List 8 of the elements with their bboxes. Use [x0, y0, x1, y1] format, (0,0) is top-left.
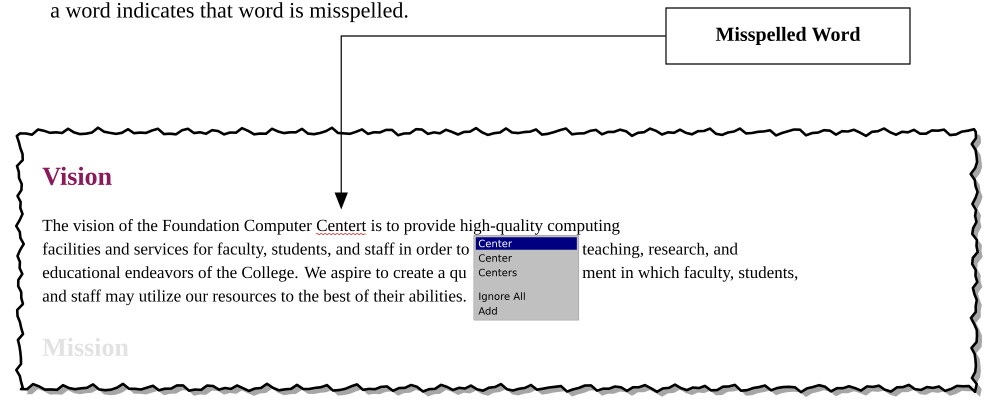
body-text: educational endeavors of the College. We aspire to create a qu: [42, 266, 466, 282]
body-text: facilities and services for faculty, students, and staff in order to: [42, 242, 469, 258]
caption-text: a word indicates that word is misspelled.: [50, 2, 408, 22]
callout-box: Misspelled Word: [665, 7, 911, 65]
context-menu: Center Center Centers Ignore All Add: [474, 235, 580, 320]
body-text: is to provide high-quality computing: [371, 219, 620, 235]
misspelled-word: Centert: [316, 220, 367, 235]
body-text: The vision of the Foundation Computer: [42, 219, 312, 235]
